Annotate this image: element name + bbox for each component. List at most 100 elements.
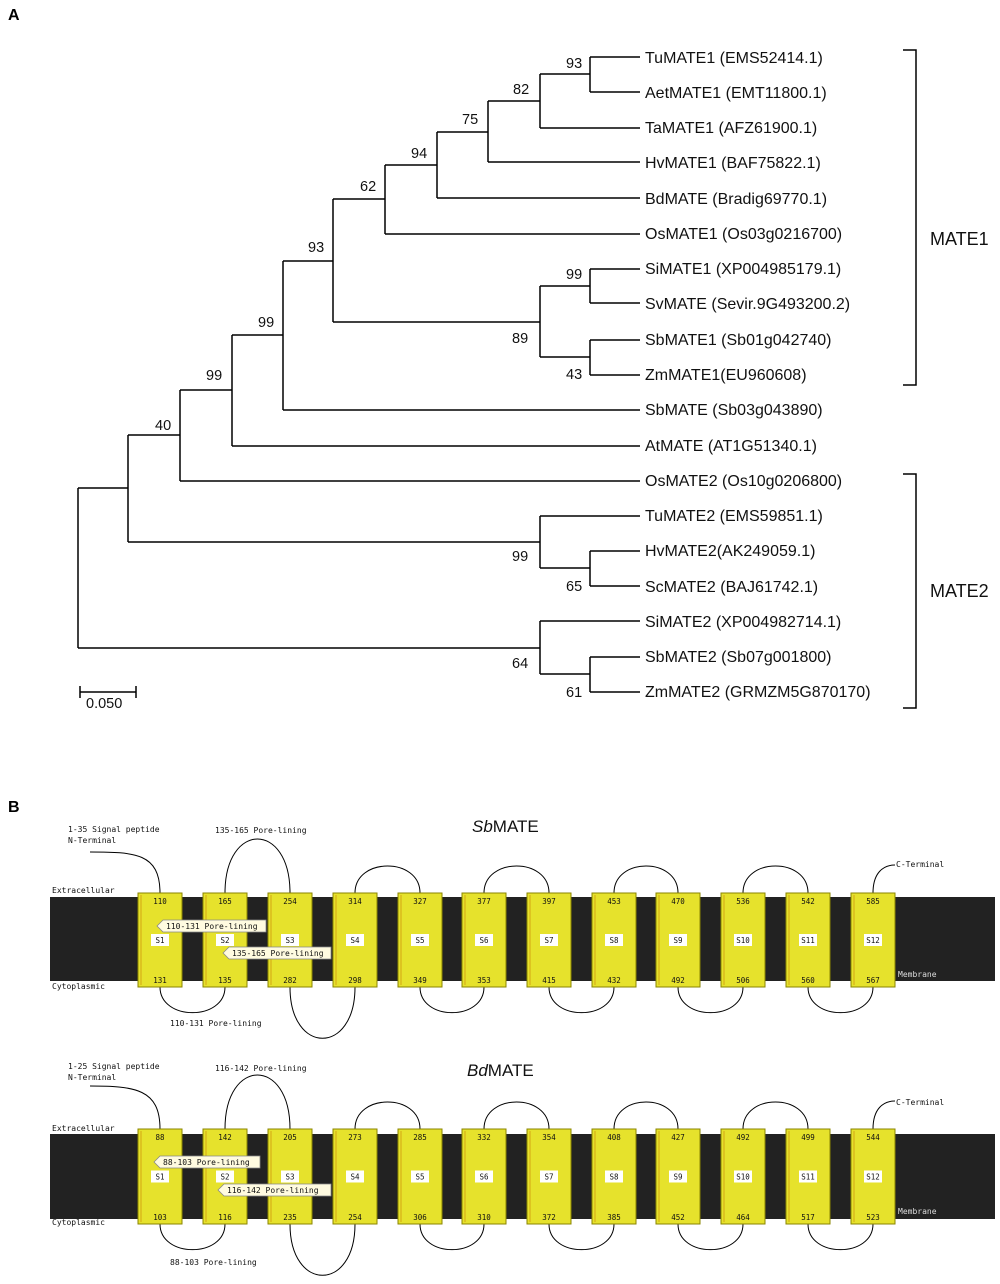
helix-start-residue: 354 bbox=[542, 1133, 556, 1142]
helix-end-residue: 235 bbox=[283, 1213, 297, 1222]
helix-end-residue: 135 bbox=[218, 976, 232, 985]
pore-tag-label: 135-165 Pore-lining bbox=[232, 949, 324, 958]
helix-end-residue: 131 bbox=[153, 976, 167, 985]
helix-start-residue: 142 bbox=[218, 1133, 232, 1142]
cytoplasmic-label: Cytoplasmic bbox=[52, 1218, 105, 1227]
leaf-label: TaMATE1 (AFZ61900.1) bbox=[645, 120, 817, 137]
helix-end-residue: 560 bbox=[801, 976, 815, 985]
helix-end-residue: 103 bbox=[153, 1213, 167, 1222]
pore-tag-label: 116-142 Pore-lining bbox=[227, 1186, 319, 1195]
segment-label-box bbox=[281, 934, 299, 946]
cytoplasmic-loop bbox=[807, 986, 874, 1014]
mate2-bracket bbox=[903, 473, 917, 709]
leaf-label: ScMATE2 (BAJ61742.1) bbox=[645, 579, 818, 596]
leaf-label: ZmMATE1(EU960608) bbox=[645, 367, 807, 384]
segment-label-box bbox=[799, 1170, 817, 1183]
extracellular-loop bbox=[613, 1101, 679, 1130]
cytoplasmic-loop bbox=[807, 1223, 874, 1251]
helix-end-residue: 464 bbox=[736, 1213, 750, 1222]
cytoplasmic-loop bbox=[289, 986, 356, 1039]
segment-label: S3 bbox=[285, 1173, 294, 1182]
helix-start-residue: 273 bbox=[348, 1133, 362, 1142]
pore-tag: 116-142 Pore-lining bbox=[217, 1183, 332, 1197]
bootstrap-value: 75 bbox=[462, 112, 478, 128]
leaf-label: AtMATE (AT1G51340.1) bbox=[645, 438, 817, 455]
n-terminal-tail bbox=[89, 1085, 161, 1130]
cytoplasmic-loop bbox=[548, 1223, 615, 1251]
n-terminal-tail bbox=[89, 851, 161, 894]
helix-end-residue: 517 bbox=[801, 1213, 815, 1222]
segment-label-box bbox=[605, 1170, 623, 1183]
bootstrap-value: 65 bbox=[566, 579, 582, 595]
helix-start-residue: 542 bbox=[801, 897, 815, 906]
leaf-label: SbMATE2 (Sb07g001800) bbox=[645, 649, 831, 666]
segment-label: S2 bbox=[220, 1173, 229, 1182]
helix-end-residue: 298 bbox=[348, 976, 362, 985]
helix-end-residue: 452 bbox=[671, 1213, 685, 1222]
pore-tag-label: 88-103 Pore-lining bbox=[163, 1158, 250, 1167]
c-terminal-tail bbox=[872, 1100, 896, 1130]
scale-bar-label: 0.050 bbox=[86, 696, 122, 712]
cytoplasmic-loop bbox=[548, 986, 615, 1014]
segment-label-box bbox=[540, 934, 558, 946]
extracellular-loop bbox=[742, 865, 809, 894]
panel-b-label: B bbox=[8, 799, 20, 816]
segment-label-box bbox=[475, 934, 493, 946]
helix-end-residue: 432 bbox=[607, 976, 621, 985]
cytoplasmic-label: Cytoplasmic bbox=[52, 982, 105, 991]
segment-label: S9 bbox=[673, 1173, 682, 1182]
segment-label-box bbox=[216, 1170, 234, 1183]
bootstrap-value: 99 bbox=[258, 315, 274, 331]
segment-label: S4 bbox=[350, 936, 360, 945]
pore-tag: 135-165 Pore-lining bbox=[222, 946, 332, 960]
leaf-label: SbMATE1 (Sb01g042740) bbox=[645, 332, 831, 349]
segment-label: S5 bbox=[415, 936, 424, 945]
bdmate-title: BdMATE bbox=[467, 1061, 534, 1080]
segment-label-box bbox=[475, 1170, 493, 1183]
helices: 110131S1165135S2254282S3314298S4327349S5… bbox=[137, 892, 896, 988]
segment-label: S12 bbox=[866, 936, 880, 945]
bootstrap-value: 43 bbox=[566, 367, 582, 383]
segment-label-box bbox=[734, 1170, 752, 1183]
pore-tag-label: 110-131 Pore-lining bbox=[166, 922, 258, 931]
panel-a-label: A bbox=[8, 7, 20, 24]
membrane-label: Membrane bbox=[898, 1207, 937, 1216]
helix-end-residue: 254 bbox=[348, 1213, 362, 1222]
leaf-label: SvMATE (Sevir.9G493200.2) bbox=[645, 296, 850, 313]
bottom-loop-label: 110-131 Pore-lining bbox=[170, 1019, 262, 1028]
bootstrap-value: 99 bbox=[566, 267, 582, 283]
bootstrap-value: 93 bbox=[566, 56, 582, 72]
segment-label: S6 bbox=[479, 936, 489, 945]
n-terminal-label: N-Terminal bbox=[68, 836, 116, 845]
bootstrap-value: 99 bbox=[512, 549, 528, 565]
cytoplasmic-loop bbox=[677, 1223, 744, 1251]
leaf-label: SiMATE1 (XP004985179.1) bbox=[645, 261, 841, 278]
bootstrap-value: 99 bbox=[206, 368, 222, 384]
c-terminal-label: C-Terminal bbox=[896, 860, 944, 869]
segment-label: S1 bbox=[155, 936, 164, 945]
helix-end-residue: 372 bbox=[542, 1213, 556, 1222]
segment-label-box bbox=[411, 1170, 429, 1183]
helix-start-residue: 585 bbox=[866, 897, 880, 906]
segment-label: S4 bbox=[350, 1173, 360, 1182]
segment-label: S3 bbox=[285, 936, 294, 945]
extracellular-loop bbox=[742, 1101, 809, 1130]
segment-label: S6 bbox=[479, 1173, 489, 1182]
cytoplasmic-loop bbox=[419, 1223, 485, 1251]
segment-label: S2 bbox=[220, 936, 229, 945]
bdmate-topology: BdMATE 88103S1142116S2205235S3273254S428… bbox=[50, 1061, 995, 1276]
cytoplasmic-loop bbox=[419, 986, 485, 1014]
leaf-label: TuMATE2 (EMS59851.1) bbox=[645, 508, 823, 525]
scale-bar-line bbox=[79, 686, 137, 698]
helix-end-residue: 310 bbox=[477, 1213, 491, 1222]
leaf-label: SbMATE (Sb03g043890) bbox=[645, 402, 823, 419]
leaf-labels: TuMATE1 (EMS52414.1) AetMATE1 (EMT11800.… bbox=[645, 50, 871, 701]
helix-end-residue: 353 bbox=[477, 976, 491, 985]
bootstrap-value: 94 bbox=[411, 146, 427, 162]
segment-label-box bbox=[540, 1170, 558, 1183]
segment-label: S8 bbox=[609, 936, 619, 945]
helix-start-residue: 285 bbox=[413, 1133, 427, 1142]
extracellular-loop bbox=[483, 865, 550, 894]
helix-end-residue: 492 bbox=[671, 976, 685, 985]
